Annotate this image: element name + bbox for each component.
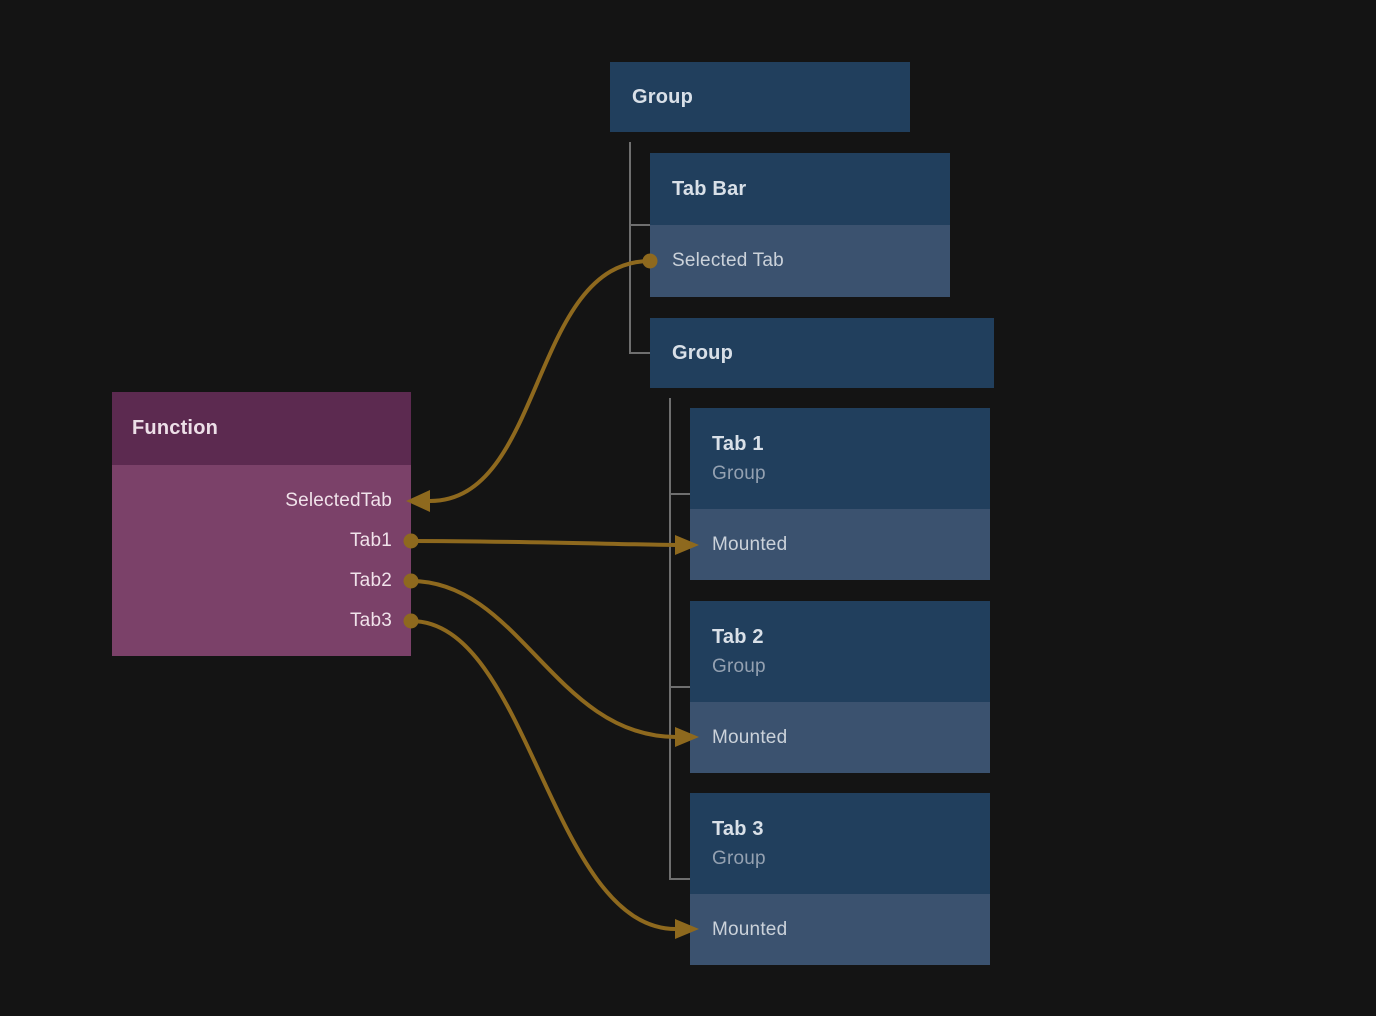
node-tab-bar-header[interactable]: Tab Bar [650,153,950,225]
function-node-title: Function [132,417,219,439]
node-tab-bar-selected-tab-row[interactable]: Selected Tab [650,225,950,297]
port-tab1[interactable]: Tab1 [112,521,411,561]
node-group-inner-title: Group [672,341,733,364]
port-selectedtab-label: SelectedTab [285,490,392,511]
wire-tab3-to-mounted[interactable] [409,619,678,931]
node-tab3-mounted-row[interactable]: Mounted [690,894,990,965]
node-tab1-header[interactable]: Tab 1 Group [690,408,990,509]
node-tab3-mounted-label: Mounted [712,918,788,940]
node-group-top-title: Group [632,85,693,108]
node-tab2-title: Tab 2 [712,625,764,648]
node-tab1-subtitle: Group [712,462,766,484]
selected-tab-row-label: Selected Tab [672,250,784,271]
wire-selectedtab-to-function[interactable] [428,259,652,503]
port-tab2[interactable]: Tab2 [112,561,411,601]
node-tab-bar[interactable]: Tab Bar Selected Tab [650,153,950,297]
node-tab2-mounted-label: Mounted [712,726,788,748]
port-tab3-label: Tab3 [349,610,392,631]
node-group-top[interactable]: Group [610,62,910,132]
node-tab-bar-title: Tab Bar [672,177,747,200]
node-tab3-subtitle: Group [712,847,766,869]
tree-line-inner [669,398,690,880]
node-tab2-subtitle: Group [712,655,766,677]
node-tab1-title: Tab 1 [712,432,764,455]
node-tab1-mounted-row[interactable]: Mounted [690,509,990,580]
function-node-body: SelectedTab Tab1 Tab2 Tab3 [112,465,411,656]
port-tab1-label: Tab1 [349,530,392,551]
port-tab2-label: Tab2 [349,570,392,591]
wire-tab2-to-mounted[interactable] [409,579,678,739]
port-selectedtab[interactable]: SelectedTab [112,481,411,521]
node-tab2-header[interactable]: Tab 2 Group [690,601,990,702]
node-group-inner[interactable]: Group [650,318,994,388]
port-tab3[interactable]: Tab3 [112,601,411,641]
node-tab2[interactable]: Tab 2 Group Mounted [690,601,990,773]
function-node[interactable]: Function SelectedTab Tab1 Tab2 Tab3 [112,392,411,656]
node-tab3-title: Tab 3 [712,817,764,840]
tree-line-outer [629,142,650,354]
node-tab1-mounted-label: Mounted [712,533,788,555]
node-tab1[interactable]: Tab 1 Group Mounted [690,408,990,580]
node-tab2-mounted-row[interactable]: Mounted [690,702,990,773]
node-tab3-header[interactable]: Tab 3 Group [690,793,990,894]
node-tab3[interactable]: Tab 3 Group Mounted [690,793,990,965]
wire-tab1-to-mounted[interactable] [409,539,678,547]
function-node-header[interactable]: Function [112,392,411,465]
